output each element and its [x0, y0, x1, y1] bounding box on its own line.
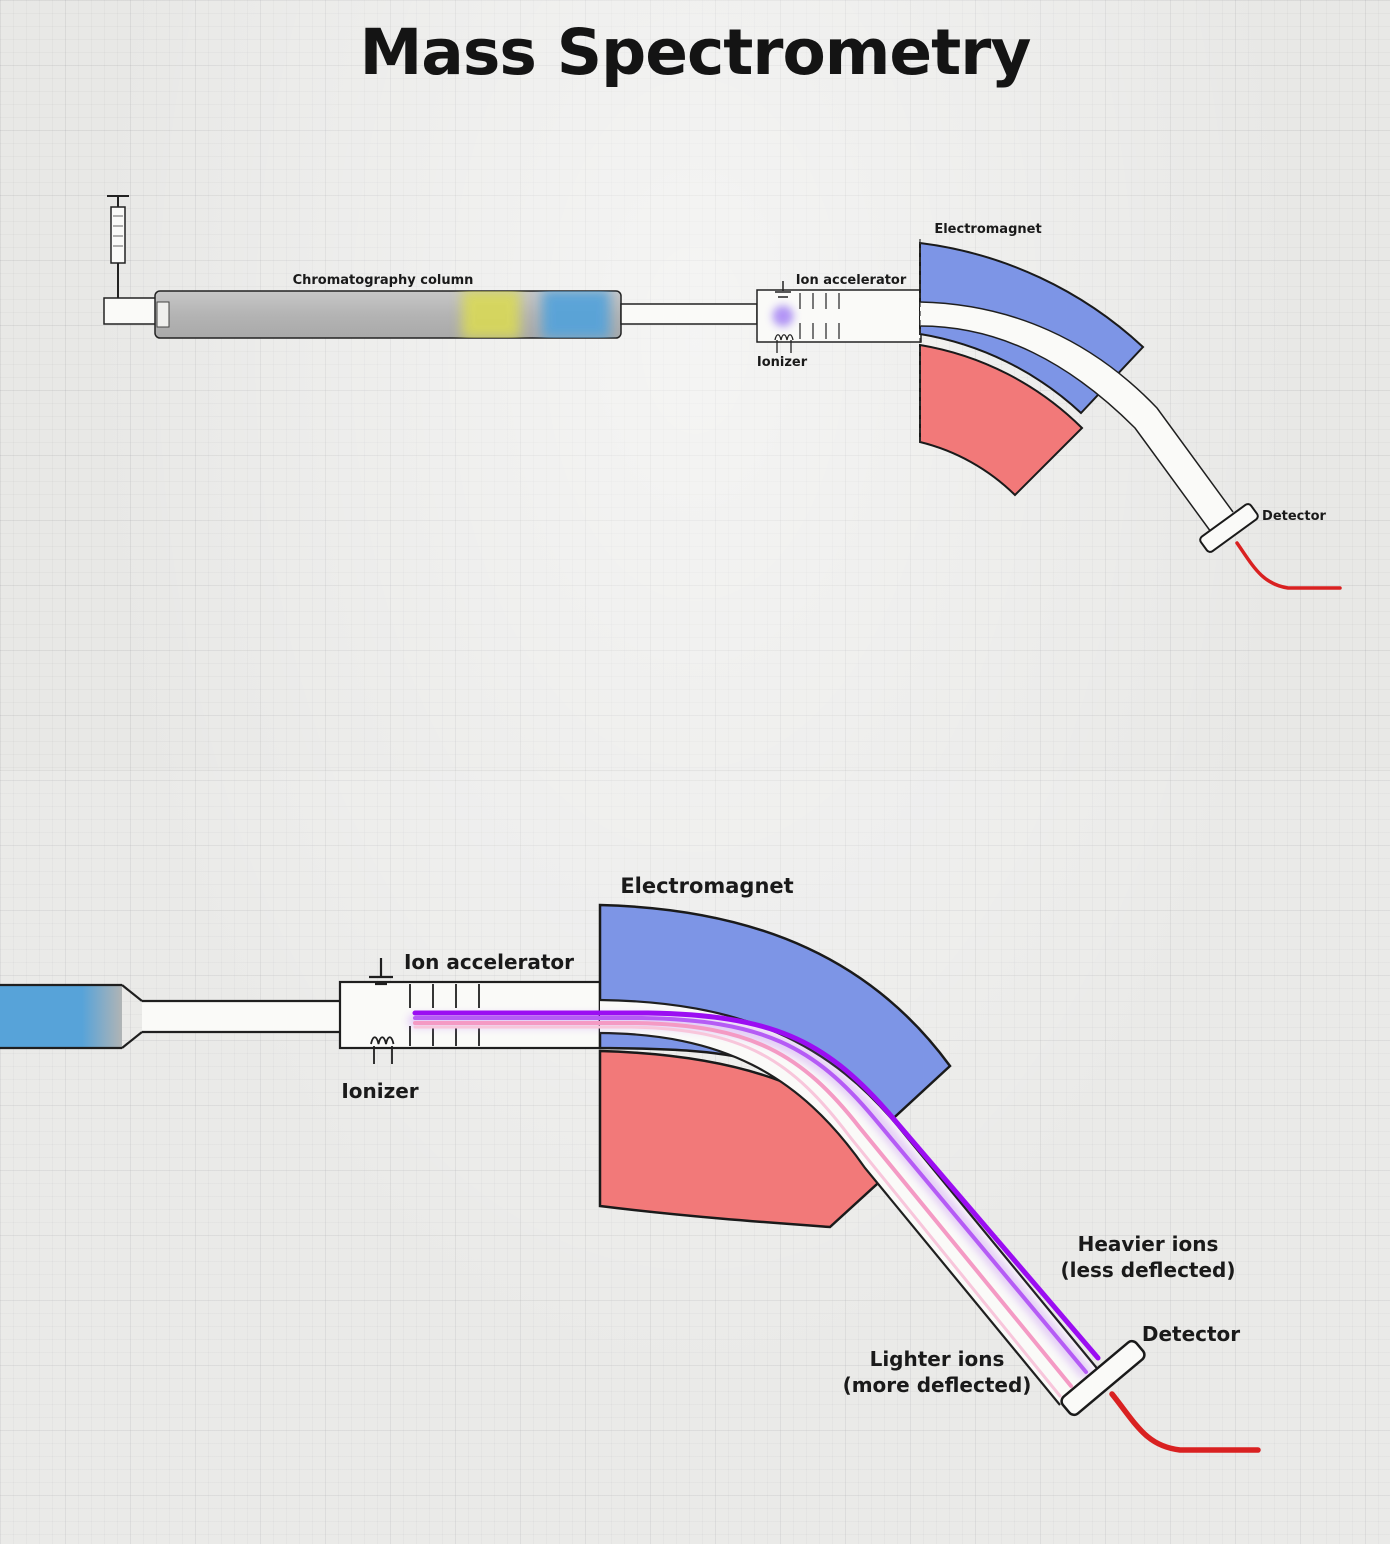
- ionizer-filament-coil: [774, 334, 794, 353]
- electromagnet-upper-pole-zoom: [598, 903, 952, 1140]
- inlet-port: [103, 297, 158, 325]
- accelerator-plates-zoom: [409, 984, 480, 1046]
- column-gray-fade: [82, 985, 122, 1048]
- electromagnet-label-zoom: Electromagnet: [620, 874, 793, 898]
- accelerator-plates: [799, 293, 840, 339]
- detector-label-zoom: Detector: [1142, 1322, 1240, 1346]
- electrode-symbol: [775, 281, 791, 298]
- lighter-ions-label-line2: (more deflected): [843, 1373, 1032, 1397]
- light-ion-beam: [413, 1021, 1073, 1388]
- ion-beams: [408, 1010, 1101, 1398]
- flight-tube-upper-wall: [919, 301, 1234, 513]
- column-inlet-fitting: [156, 301, 170, 328]
- lighter-ions-label-line1: Lighter ions: [870, 1347, 1005, 1371]
- syringe-barrel: [110, 206, 126, 264]
- electromagnet-label: Electromagnet: [934, 222, 1041, 237]
- page-title: Mass Spectrometry: [359, 16, 1032, 89]
- ionization-glow-core: [778, 311, 788, 321]
- flight-tube: [920, 302, 1233, 532]
- detector-plate-zoom: [1060, 1339, 1146, 1417]
- ionizer-filament-coil-zoom: [370, 1036, 395, 1064]
- transfer-tube: [620, 303, 758, 325]
- electrode-symbol-zoom: [369, 958, 393, 986]
- ion-source-box: [756, 281, 922, 353]
- flight-tube-lower-wall-zoom: [599, 1031, 1061, 1406]
- electromagnet-lower-pole: [919, 343, 1084, 497]
- heavy-ion-beam: [412, 1010, 1101, 1361]
- detail-diagram: Ion accelerator Ionizer Electromagnet: [0, 874, 1261, 1453]
- detector-plate: [1199, 503, 1259, 553]
- chromatography-column: [154, 290, 622, 339]
- analyte-band-yellow: [462, 291, 520, 338]
- ionizer-label-zoom: Ionizer: [341, 1079, 418, 1103]
- column-end-section: [0, 983, 143, 1050]
- ionizer-label: Ionizer: [757, 355, 808, 370]
- transfer-tube-zoom-fill: [142, 1001, 340, 1032]
- analyte-band-blue: [542, 291, 610, 338]
- heavier-ions-label-line1: Heavier ions: [1078, 1232, 1219, 1256]
- overview-diagram: Chromatography column: [103, 195, 1342, 590]
- ion-accelerator-label: Ion accelerator: [796, 273, 907, 288]
- chromatography-column-label: Chromatography column: [293, 273, 474, 288]
- detector-signal-wire: [1235, 541, 1342, 590]
- panel-seam: [0, 770, 1390, 772]
- light-ion-beam-2: [413, 1025, 1062, 1398]
- ion-accelerator-label-zoom: Ion accelerator: [404, 950, 574, 974]
- transfer-tube-zoom: [142, 999, 340, 1034]
- detector-label: Detector: [1262, 509, 1326, 524]
- detector-signal-wire-zoom: [1109, 1391, 1261, 1453]
- syringe-injector: [107, 195, 129, 300]
- heavy-ion-beam-2: [413, 1016, 1088, 1374]
- syringe-graduations: [113, 215, 123, 247]
- column-walls: [0, 983, 143, 1050]
- heavier-ions-label-line2: (less deflected): [1060, 1258, 1235, 1282]
- flight-tube-lower-wall: [919, 325, 1212, 533]
